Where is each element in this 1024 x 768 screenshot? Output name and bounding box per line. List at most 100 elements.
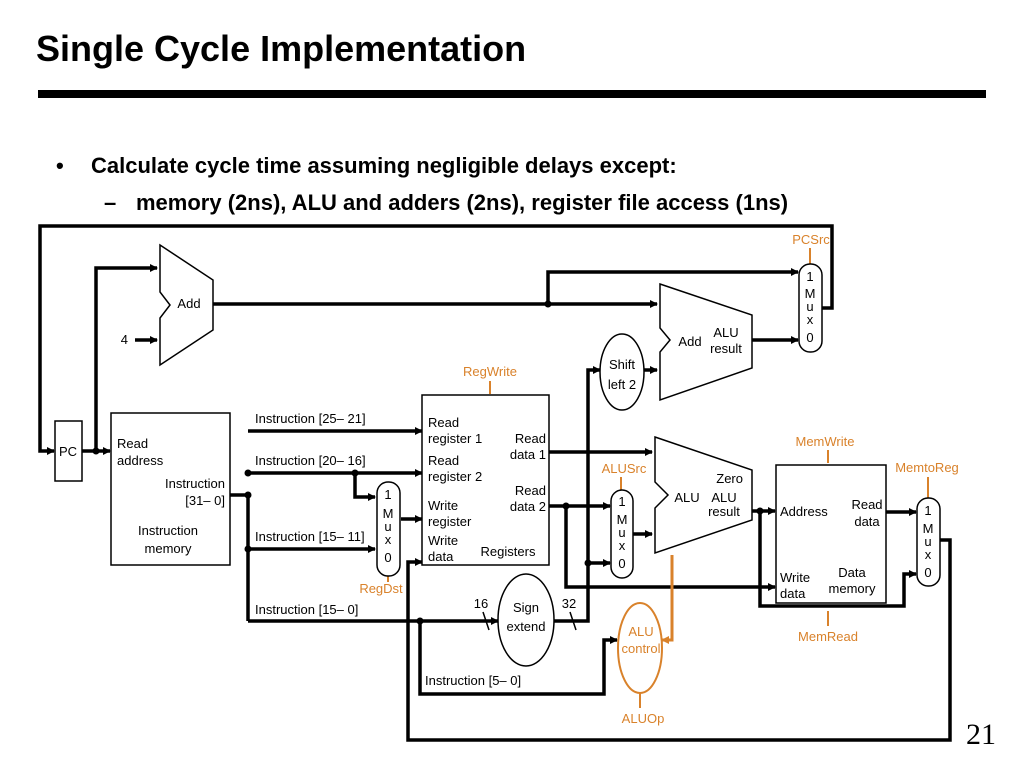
sign-extend-label-2: extend bbox=[506, 619, 545, 634]
shift-label-1: Shift bbox=[609, 357, 635, 372]
memtoreg-mux: 1 M u x 0 bbox=[916, 497, 941, 587]
instruction-memory bbox=[110, 412, 231, 566]
reg-read-data2-2: data 2 bbox=[510, 499, 546, 514]
shift-left-2 bbox=[599, 333, 645, 411]
bits-16: 16 bbox=[474, 596, 488, 611]
reg-write-reg-1: Write bbox=[428, 498, 458, 513]
signal-memtoreg: MemtoReg bbox=[895, 460, 959, 475]
instr-field-15-0: Instruction [15– 0] bbox=[255, 602, 358, 617]
sign-extend bbox=[497, 573, 555, 667]
alu-control-line bbox=[661, 555, 674, 644]
signal-aluop: ALUOp bbox=[622, 711, 665, 726]
regdst-mux-0: 0 bbox=[384, 550, 391, 565]
constant-four: 4 bbox=[121, 332, 128, 347]
signal-pcsrc: PCSrc bbox=[792, 232, 830, 247]
memtoreg-mux-0: 0 bbox=[924, 565, 931, 580]
memtoreg-mux-x: x bbox=[925, 547, 932, 562]
alusrc-mux-1: 1 bbox=[618, 494, 625, 509]
alusrc-mux: 1 M u x 0 bbox=[610, 489, 634, 579]
main-alu bbox=[654, 435, 753, 555]
alusrc-mux-u: u bbox=[618, 525, 625, 540]
dm-address: Address bbox=[780, 504, 828, 519]
signal-regdst: RegDst bbox=[359, 581, 403, 596]
im-read-address-1: Read bbox=[117, 436, 148, 451]
memtoreg-mux-1: 1 bbox=[924, 503, 931, 518]
branch-adder-result-2: result bbox=[710, 341, 742, 356]
dm-read-data-1: Read bbox=[851, 497, 882, 512]
wire-junctions bbox=[92, 300, 764, 625]
sub-bullet-1: –memory (2ns), ALU and adders (2ns), reg… bbox=[104, 190, 788, 216]
pc-register bbox=[54, 420, 83, 482]
title-rule bbox=[38, 90, 986, 98]
alusrc-mux-x: x bbox=[619, 538, 626, 553]
regdst-mux-m: M bbox=[383, 506, 394, 521]
pc-mux-1: 1 bbox=[806, 269, 813, 284]
alusrc-mux-0: 0 bbox=[618, 556, 625, 571]
sub-bullet-mark: – bbox=[104, 190, 117, 215]
bus-tick-32 bbox=[569, 611, 577, 631]
alu-label: ALU bbox=[674, 490, 699, 505]
pc-mux-m: M bbox=[805, 286, 816, 301]
im-read-address-2: address bbox=[117, 453, 164, 468]
dm-write-data-2: data bbox=[780, 586, 806, 601]
bus-tick-16 bbox=[482, 611, 490, 631]
im-name-2: memory bbox=[145, 541, 192, 556]
regdst-mux-x: x bbox=[385, 532, 392, 547]
pc-mux-0: 0 bbox=[806, 330, 813, 345]
pc-mux: 1 M u x 0 bbox=[798, 263, 823, 353]
signal-regwrite: RegWrite bbox=[463, 364, 517, 379]
sub-bullet-1-text: memory (2ns), ALU and adders (2ns), regi… bbox=[136, 190, 789, 215]
signal-alusrc: ALUSrc bbox=[602, 461, 647, 476]
reg-read-reg1-2: register 1 bbox=[428, 431, 482, 446]
dm-read-data-2: data bbox=[854, 514, 880, 529]
pc-label: PC bbox=[59, 444, 77, 459]
pc-adder bbox=[159, 243, 214, 367]
page-number: 21 bbox=[966, 718, 996, 751]
instr-field-5-0: Instruction [5– 0] bbox=[425, 673, 521, 688]
alu-control bbox=[617, 602, 663, 694]
memtoreg-mux-u: u bbox=[924, 534, 931, 549]
alu-control-label-1: ALU bbox=[628, 624, 653, 639]
signal-memread: MemRead bbox=[798, 629, 858, 644]
bullet-mark: • bbox=[56, 153, 64, 178]
dm-name-2: memory bbox=[829, 581, 876, 596]
dm-write-data-1: Write bbox=[780, 570, 810, 585]
instr-field-20-16: Instruction [20– 16] bbox=[255, 453, 366, 468]
reg-write-data-1: Write bbox=[428, 533, 458, 548]
reg-read-reg1-1: Read bbox=[428, 415, 459, 430]
reg-name: Registers bbox=[481, 544, 536, 559]
reg-read-reg2-2: register 2 bbox=[428, 469, 482, 484]
im-instruction-1: Instruction bbox=[165, 476, 225, 491]
alu-result-2: result bbox=[708, 504, 740, 519]
memtoreg-mux-m: M bbox=[923, 521, 934, 536]
alusrc-mux-body bbox=[610, 489, 634, 579]
instr-field-15-11: Instruction [15– 11] bbox=[255, 529, 365, 544]
slide-title: Single Cycle Implementation bbox=[36, 28, 527, 69]
sign-extend-label-1: Sign bbox=[513, 600, 539, 615]
reg-write-reg-2: register bbox=[428, 514, 472, 529]
bullet-1: •Calculate cycle time assuming negligibl… bbox=[56, 153, 677, 179]
memtoreg-mux-body bbox=[916, 497, 941, 587]
signal-memwrite: MemWrite bbox=[796, 434, 855, 449]
reg-write-data-2: data bbox=[428, 549, 454, 564]
dm-name-1: Data bbox=[838, 565, 866, 580]
pc-mux-x: x bbox=[807, 312, 814, 327]
alusrc-mux-m: M bbox=[617, 512, 628, 527]
branch-adder bbox=[659, 282, 753, 402]
regdst-mux-u: u bbox=[384, 519, 391, 534]
bits-32: 32 bbox=[562, 596, 576, 611]
regdst-mux: 1 M u x 0 bbox=[376, 481, 401, 577]
alu-control-label-2: control bbox=[621, 641, 660, 656]
control-lines bbox=[387, 248, 929, 708]
instr-field-25-21: Instruction [25– 21] bbox=[255, 411, 366, 426]
data-memory bbox=[775, 464, 887, 604]
pc-mux-body bbox=[798, 263, 823, 353]
regdst-mux-1: 1 bbox=[384, 487, 391, 502]
alu-zero: Zero bbox=[716, 471, 743, 486]
branch-adder-result-1: ALU bbox=[713, 325, 738, 340]
alu-result-1: ALU bbox=[711, 490, 736, 505]
datapath-wires bbox=[38, 224, 952, 742]
reg-read-data2-1: Read bbox=[515, 483, 546, 498]
